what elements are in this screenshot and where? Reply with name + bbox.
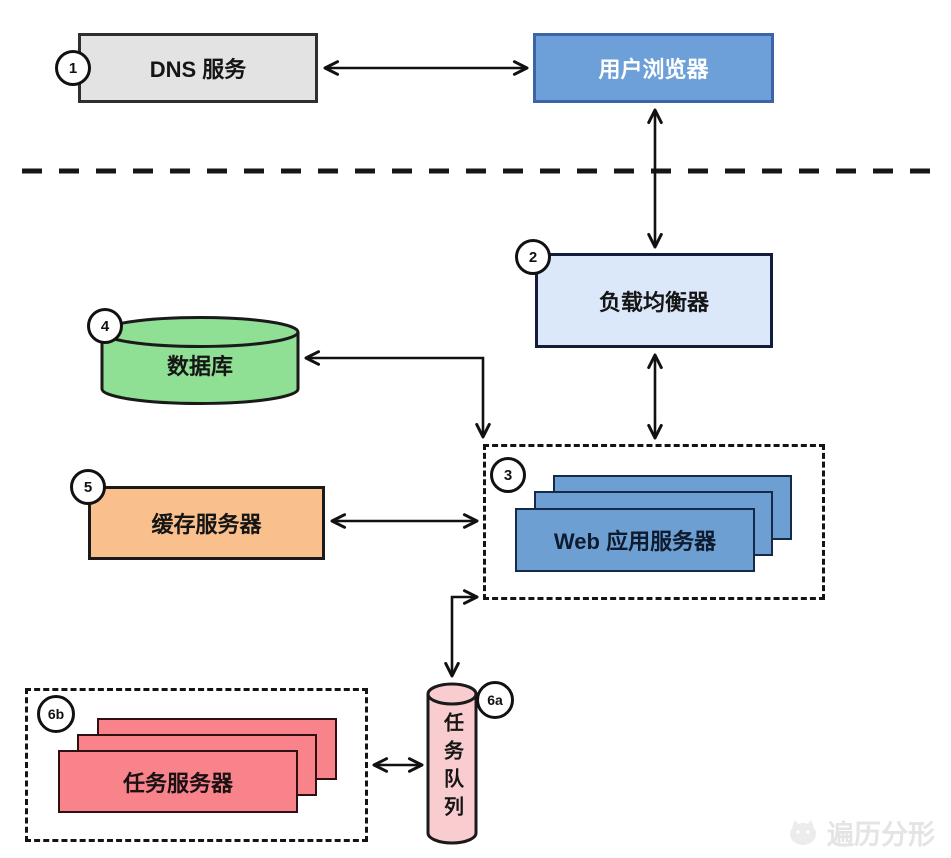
- step-badge-1: 1: [55, 50, 91, 86]
- step-badge-3: 3: [490, 457, 526, 493]
- step-badge-6b: 6b: [37, 695, 75, 733]
- task-server-label: 任务服务器: [122, 770, 233, 796]
- step-badge-6a: 6a: [476, 681, 514, 719]
- user-browser-box: 用户浏览器: [533, 33, 774, 103]
- task-servers-group-outline: [25, 688, 368, 842]
- edge-database-webservers: [304, 350, 491, 439]
- web-server-label: Web 应用服务器: [553, 529, 717, 554]
- step-badge-4: 4: [87, 308, 123, 344]
- web-server-box-1: Web 应用服务器: [515, 508, 755, 572]
- task-queue-label: 任务队列: [440, 712, 463, 824]
- watermark: 遍历分形: [786, 810, 948, 854]
- load-balancer-label: 负载均衡器: [598, 289, 709, 315]
- user-browser-label: 用户浏览器: [598, 57, 709, 82]
- database-label: 数据库: [166, 354, 233, 379]
- edge-webservers-taskqueue: [444, 589, 479, 678]
- task-queue-cylinder: [426, 682, 478, 845]
- dns-service-label: DNS 服务: [149, 57, 247, 82]
- cache-server-box: 缓存服务器: [88, 486, 325, 560]
- dns-service-box: DNS 服务: [78, 33, 318, 103]
- task-server-box-1: 任务服务器: [58, 750, 298, 813]
- database-cylinder: [100, 316, 300, 405]
- web-servers-group-outline: [483, 444, 825, 600]
- step-badge-2: 2: [515, 239, 551, 275]
- cache-server-label: 缓存服务器: [151, 512, 262, 537]
- load-balancer-box: 负载均衡器: [535, 253, 773, 348]
- cat-logo-icon: [790, 820, 816, 845]
- watermark-text: 遍历分形: [827, 819, 935, 850]
- step-badge-5: 5: [70, 469, 106, 505]
